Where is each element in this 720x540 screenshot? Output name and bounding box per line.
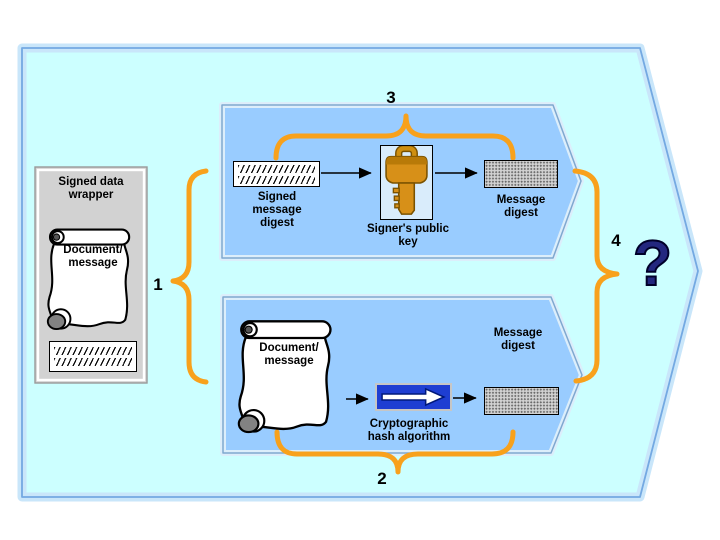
signers-public-key-label: Signer's public key [367,223,449,248]
flow-document-scroll-icon [237,320,332,434]
question-mark: ? [632,227,673,299]
hatch-pattern [54,347,132,355]
step-number-4: 4 [611,231,621,250]
hatch-pattern [238,164,315,173]
brace-step2 [274,429,516,475]
step-number-3: 3 [386,88,396,107]
step-number-2: 2 [377,469,387,488]
hash-algorithm-box [375,383,452,411]
message-digest-box-bottom [484,387,559,415]
message-digest-box-top [484,160,558,188]
brace-step3 [273,113,516,161]
signed-message-digest-box [233,161,320,187]
wrapper-signed-digest-box [49,341,137,372]
hatch-pattern [54,358,132,366]
signed-message-digest-label: Signed message digest [252,191,302,229]
wrapper-scroll-label: Document/ message [63,244,123,269]
hatch-pattern [238,175,315,184]
brace-step1 [170,168,209,385]
brace-step4 [572,168,620,384]
key-icon [385,144,428,215]
crypto-hash-label: Cryptographic hash algorithm [367,418,451,443]
hash-algorithm-icon [377,385,450,409]
public-key-box [380,144,433,220]
message-digest-label-top: Message digest [496,194,546,219]
wrapper-title: Signed data wrapper [58,176,124,201]
message-digest-label-bottom: Message digest [493,327,543,352]
step-number-1: 1 [153,275,163,294]
flow-scroll-label: Document/ message [259,342,319,367]
